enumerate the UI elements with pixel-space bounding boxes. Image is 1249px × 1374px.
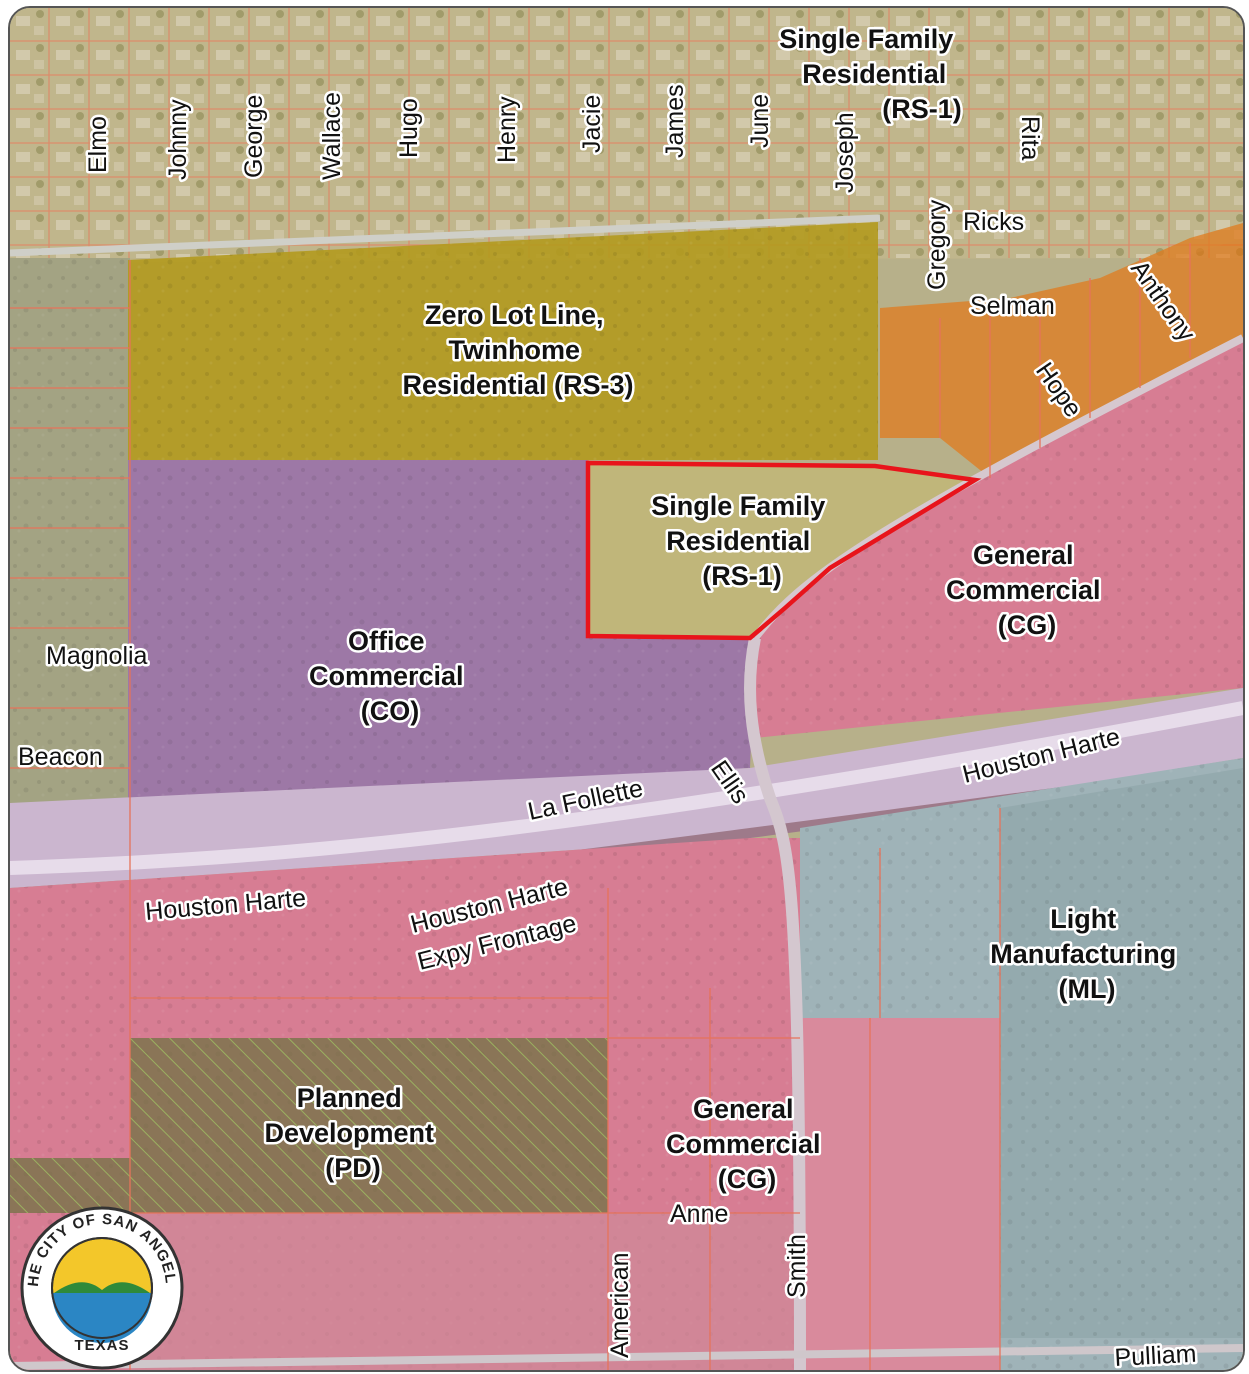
- subject-property-outline: [585, 460, 982, 641]
- highway-corridor: [10, 688, 1243, 888]
- street-label-magnolia: Magnolia: [46, 642, 148, 670]
- zone-label-cg-east: General Commercial (CG): [946, 540, 1108, 640]
- zone-label-pd: Planned Development (PD): [264, 1083, 441, 1183]
- street-label-smith: Smith: [783, 1234, 811, 1298]
- street-label-james: James: [661, 84, 689, 158]
- street-label-rita: Rita: [1016, 116, 1044, 161]
- zone-label-ml: Light Manufacturing (ML): [990, 904, 1184, 1004]
- street-label-hugo: Hugo: [395, 98, 423, 158]
- street-label-june: June: [746, 94, 774, 148]
- street-label-pulliam: Pulliam: [1114, 1340, 1197, 1370]
- street-label-henry: Henry: [493, 96, 521, 163]
- zone-label-cg-south: General Commercial (CG): [666, 1094, 828, 1194]
- zone-label-rs1-north: Single Family Residential (RS-1): [779, 24, 962, 124]
- zone-rs1-north: [10, 8, 1243, 263]
- south-development: [130, 1213, 800, 1370]
- street-label-joseph: Joseph: [831, 112, 859, 193]
- zone-cg-smith: [800, 1018, 1000, 1370]
- road-ellis-smith: [744, 636, 806, 1370]
- street-label-beacon: Beacon: [18, 743, 103, 771]
- zone-rs1-subject: [588, 463, 975, 638]
- street-label-johnny: Johnny: [164, 99, 192, 180]
- street-label-elmo: Elmo: [84, 116, 112, 173]
- street-label-jacie: Jacie: [578, 95, 606, 153]
- seal-text-bottom: TEXAS: [74, 1337, 129, 1354]
- zone-label-rs1-subject: Single Family Residential (RS-1): [651, 491, 833, 591]
- zone-pd: [130, 1038, 608, 1213]
- residential-neighborhood-north: [10, 8, 1243, 258]
- street-label-anne: Anne: [670, 1200, 728, 1228]
- zoning-map-canvas: Single Family Residential (RS-1) Zero Lo…: [10, 8, 1243, 1370]
- city-seal: THE CITY OF SAN ANGELO TEXAS: [20, 1206, 184, 1370]
- street-label-gregory: Gregory: [923, 199, 951, 290]
- street-label-wallace: Wallace: [318, 92, 346, 180]
- road-north: [10, 214, 881, 257]
- street-label-selman: Selman: [970, 292, 1055, 320]
- road-pulliam: [10, 1344, 1243, 1370]
- zoning-map: Single Family Residential (RS-1) Zero Lo…: [8, 6, 1245, 1372]
- street-label-george: George: [240, 95, 268, 178]
- zone-rs3-orange: [880, 223, 1243, 478]
- zone-label-co: Office Commercial (CO): [309, 626, 471, 726]
- street-label-ricks: Ricks: [963, 208, 1024, 236]
- zone-label-rs3: Zero Lot Line, Twinhome Residential (RS-…: [402, 300, 633, 400]
- street-label-american: American: [606, 1252, 634, 1358]
